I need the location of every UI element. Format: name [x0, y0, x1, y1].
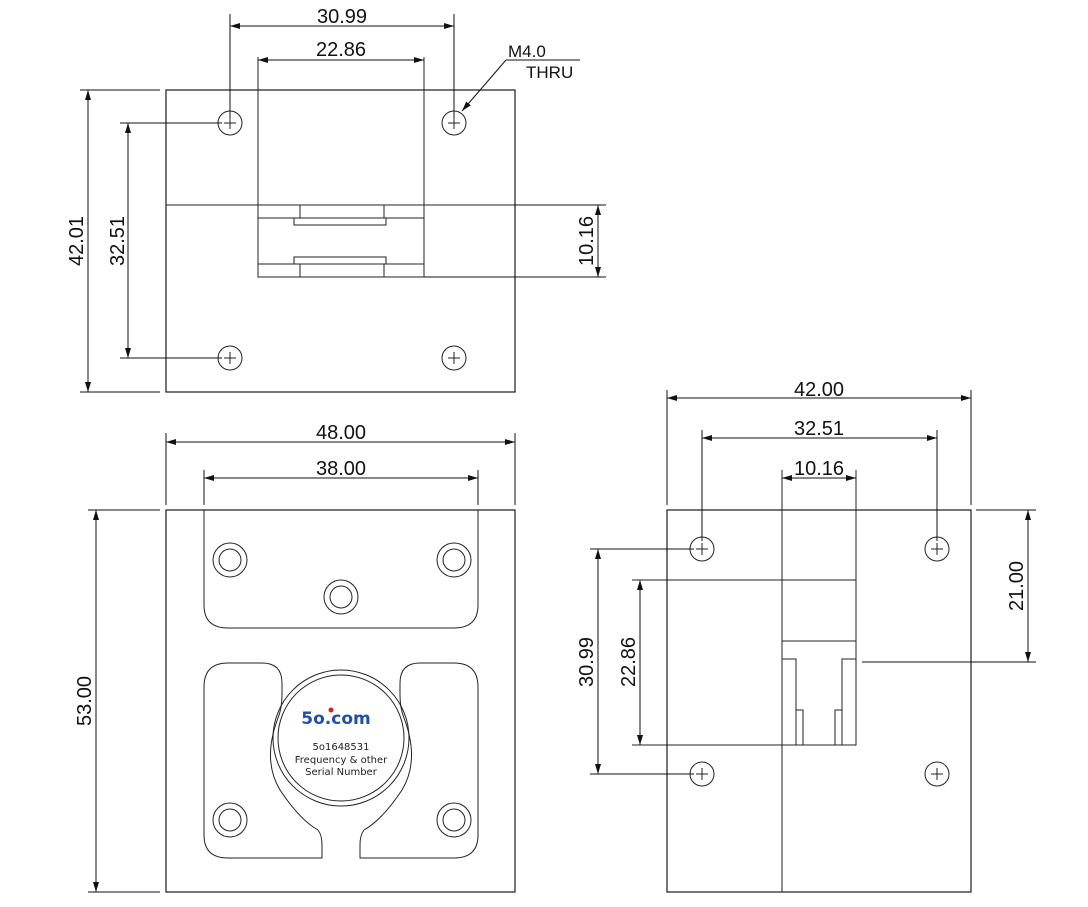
- callout-line1: M4.0: [508, 42, 546, 61]
- front-view-body: [165, 509, 516, 893]
- dim-label: 10.16: [794, 458, 844, 480]
- serial-number: 5o1648531: [312, 742, 369, 753]
- top-view-hole: [441, 345, 467, 371]
- front-view: 5o.com 5o1648531 Frequency & other Seria…: [74, 422, 516, 893]
- dim-label: 10.16: [576, 216, 598, 266]
- front-view-hole: [436, 802, 472, 838]
- brand-logo-dot: [328, 707, 334, 713]
- dim-label: 32.51: [794, 418, 844, 440]
- side-view-hole: [924, 761, 950, 787]
- hole-callout: M4.0 THRU: [461, 42, 580, 112]
- dim-label: 53.00: [74, 676, 96, 726]
- side-view: 42.00 32.51 10.16 30.99 22.86: [576, 379, 1036, 893]
- front-view-lower-pocket-right: [359, 662, 479, 859]
- front-view-hole: [436, 542, 472, 578]
- dim-opening-height: 10.16: [424, 204, 606, 278]
- dim-hole-spacing-y: 30.99: [576, 548, 694, 775]
- brand-logo: 5o.com: [301, 709, 370, 729]
- dim-label: 30.99: [576, 637, 598, 687]
- label-line2: Frequency & other: [295, 755, 388, 766]
- dim-width: 42.00: [666, 379, 972, 505]
- dim-label: 38.00: [316, 458, 366, 480]
- top-view: 30.99 22.86 M4.0 THRU 42.01 32.51: [66, 6, 606, 393]
- dim-height: 42.01: [66, 89, 160, 393]
- dim-width: 48.00: [165, 422, 516, 505]
- front-view-lower-pocket-left: [203, 662, 323, 859]
- dim-hole-spacing-y: 32.51: [107, 122, 222, 359]
- dim-label: 32.51: [107, 216, 129, 266]
- callout-line2: THRU: [526, 63, 573, 82]
- dim-opening-height: 22.86: [618, 580, 643, 745]
- dim-label: 42.01: [66, 216, 88, 266]
- dim-height: 53.00: [74, 509, 160, 893]
- dim-label: 21.00: [1006, 561, 1028, 611]
- front-view-hole: [212, 802, 248, 838]
- dim-offset: 21.00: [862, 509, 1036, 663]
- front-view-hole: [323, 579, 359, 615]
- top-view-opening: [257, 57, 425, 278]
- dim-label: 22.86: [316, 39, 366, 61]
- front-view-upper-pocket: [203, 510, 479, 629]
- dim-label: 42.00: [794, 379, 844, 401]
- dim-opening-width: 10.16: [782, 458, 856, 481]
- side-view-opening: [632, 470, 857, 746]
- dim-label: 48.00: [316, 422, 366, 444]
- dim-hole-spacing-x: 32.51: [701, 418, 938, 541]
- side-view-body: [666, 509, 972, 893]
- dim-opening-width: 22.86: [258, 39, 424, 63]
- dim-inner-width: 38.00: [203, 458, 479, 505]
- label-line3: Serial Number: [305, 767, 378, 778]
- dim-hole-spacing-x: 30.99: [229, 6, 455, 118]
- product-label: 5o.com 5o1648531 Frequency & other Seria…: [272, 669, 410, 807]
- top-view-body: [165, 89, 516, 393]
- dim-label: 22.86: [618, 637, 640, 687]
- front-view-hole: [212, 542, 248, 578]
- dim-label: 30.99: [317, 6, 367, 28]
